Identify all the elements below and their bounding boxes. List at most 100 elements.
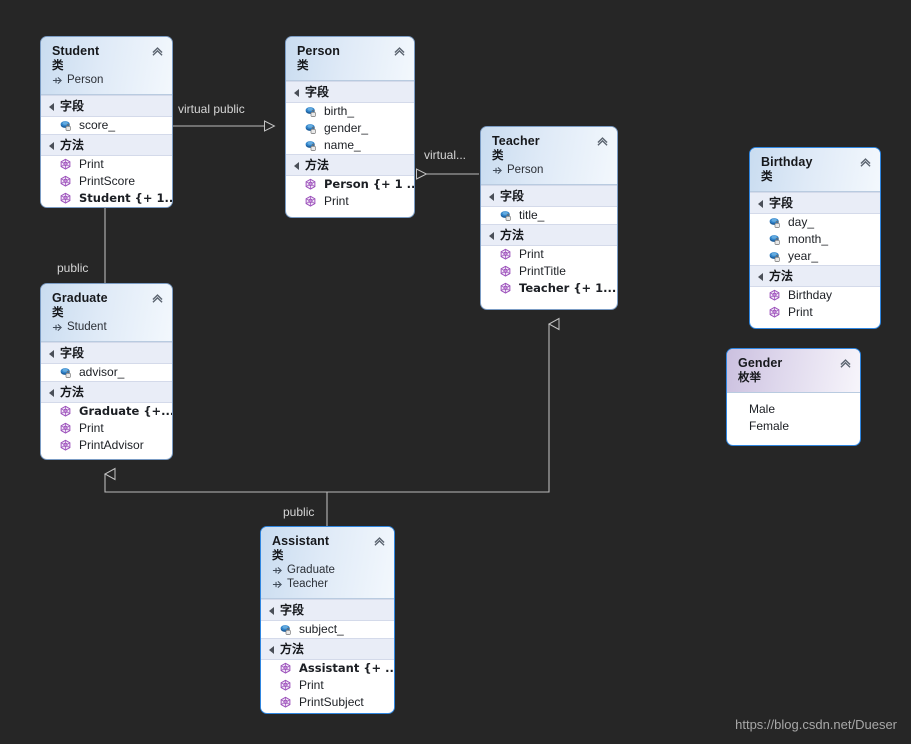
- method-icon: [305, 178, 316, 190]
- field-name: title_: [519, 208, 545, 222]
- fields-section-header-assistant[interactable]: 字段: [261, 599, 394, 621]
- chevron-up-icon[interactable]: [839, 357, 852, 370]
- chevron-up-icon[interactable]: [151, 292, 164, 305]
- collapse-triangle-icon[interactable]: [294, 161, 299, 170]
- class-name-graduate: Graduate: [52, 291, 108, 305]
- collapse-triangle-icon[interactable]: [269, 606, 274, 615]
- methods-section-header-assistant[interactable]: 方法: [261, 638, 394, 660]
- field-row[interactable]: title_: [481, 207, 617, 224]
- fields-section-label: 字段: [500, 189, 525, 203]
- method-icon: [769, 306, 780, 318]
- method-row[interactable]: PrintSubject: [261, 694, 394, 711]
- method-row[interactable]: Print: [41, 156, 172, 173]
- method-row[interactable]: Teacher {+ 1...: [481, 280, 617, 297]
- class-kind-assistant: 类: [272, 548, 284, 562]
- chevron-up-icon[interactable]: [151, 45, 164, 58]
- method-row[interactable]: Print: [286, 193, 414, 210]
- fields-section-header-birthday[interactable]: 字段: [750, 192, 880, 214]
- collapse-triangle-icon[interactable]: [294, 88, 299, 97]
- enum-value[interactable]: Female: [749, 419, 790, 433]
- collapse-triangle-icon[interactable]: [489, 192, 494, 201]
- field-row[interactable]: day_: [750, 214, 880, 231]
- methods-section-header-student[interactable]: 方法: [41, 134, 172, 156]
- field-row[interactable]: month_: [750, 231, 880, 248]
- field-row[interactable]: gender_: [286, 120, 414, 137]
- collapse-triangle-icon[interactable]: [758, 272, 763, 281]
- method-row[interactable]: Birthday: [750, 287, 880, 304]
- collapse-triangle-icon[interactable]: [758, 199, 763, 208]
- chevron-up-icon[interactable]: [373, 535, 386, 548]
- field-row[interactable]: score_: [41, 117, 172, 134]
- methods-section-header-person[interactable]: 方法: [286, 154, 414, 176]
- inherit-arrow-icon: [52, 76, 62, 84]
- method-row[interactable]: Print: [481, 246, 617, 263]
- field-row[interactable]: subject_: [261, 621, 394, 638]
- methods-section-header-birthday[interactable]: 方法: [750, 265, 880, 287]
- method-name: Print: [519, 247, 544, 261]
- chevron-up-icon[interactable]: [393, 45, 406, 58]
- method-row[interactable]: Person {+ 1 ...: [286, 176, 414, 193]
- field-name: advisor_: [79, 365, 125, 379]
- field-row[interactable]: year_: [750, 248, 880, 265]
- connector-label-assistant-parents: public: [283, 505, 315, 519]
- field-icon: [769, 218, 780, 228]
- field-row[interactable]: name_: [286, 137, 414, 154]
- methods-section-header-graduate[interactable]: 方法: [41, 381, 172, 403]
- method-row[interactable]: Assistant {+ ...: [261, 660, 394, 677]
- inherit-arrow-icon: [272, 580, 282, 588]
- method-name: Print: [324, 194, 349, 208]
- method-row[interactable]: PrintAdvisor: [41, 437, 172, 454]
- fields-section-header-teacher[interactable]: 字段: [481, 185, 617, 207]
- collapse-triangle-icon[interactable]: [269, 645, 274, 654]
- enum-value[interactable]: Male: [749, 402, 776, 416]
- fields-section-header-student[interactable]: 字段: [41, 95, 172, 117]
- class-name-birthday: Birthday: [761, 155, 813, 169]
- field-name: month_: [788, 232, 829, 246]
- field-name: birth_: [324, 104, 355, 118]
- base-class-graduate-0: Student: [52, 320, 162, 334]
- connector-label-student-person: virtual public: [178, 102, 245, 116]
- collapse-triangle-icon[interactable]: [49, 141, 54, 150]
- method-row[interactable]: PrintScore: [41, 173, 172, 190]
- method-name: PrintAdvisor: [79, 438, 144, 452]
- field-row[interactable]: advisor_: [41, 364, 172, 381]
- method-name: PrintSubject: [299, 695, 364, 709]
- method-row[interactable]: PrintTitle: [481, 263, 617, 280]
- methods-section-label: 方法: [769, 269, 794, 283]
- collapse-triangle-icon[interactable]: [489, 231, 494, 240]
- collapse-triangle-icon[interactable]: [49, 388, 54, 397]
- chevron-up-icon[interactable]: [859, 156, 872, 169]
- method-name: Graduate {+...: [79, 404, 173, 418]
- method-row[interactable]: Graduate {+...: [41, 403, 172, 420]
- chevron-up-icon[interactable]: [596, 135, 609, 148]
- fields-section-header-graduate[interactable]: 字段: [41, 342, 172, 364]
- method-row[interactable]: Print: [41, 420, 172, 437]
- method-name: PrintTitle: [519, 264, 566, 278]
- field-name: year_: [788, 249, 819, 263]
- method-row[interactable]: Print: [750, 304, 880, 321]
- method-row[interactable]: Print: [261, 677, 394, 694]
- collapse-triangle-icon[interactable]: [49, 349, 54, 358]
- fields-section-header-person[interactable]: 字段: [286, 81, 414, 103]
- methods-section-header-teacher[interactable]: 方法: [481, 224, 617, 246]
- field-row[interactable]: birth_: [286, 103, 414, 120]
- fields-section-label: 字段: [60, 99, 85, 113]
- watermark-text: https://blog.csdn.net/Dueser: [735, 717, 897, 732]
- method-icon: [60, 158, 71, 170]
- collapse-triangle-icon[interactable]: [49, 102, 54, 111]
- class-kind-graduate: 类: [52, 305, 64, 319]
- method-name: Print: [299, 678, 324, 692]
- method-row[interactable]: Student {+ 1...: [41, 190, 172, 207]
- field-name: day_: [788, 215, 815, 229]
